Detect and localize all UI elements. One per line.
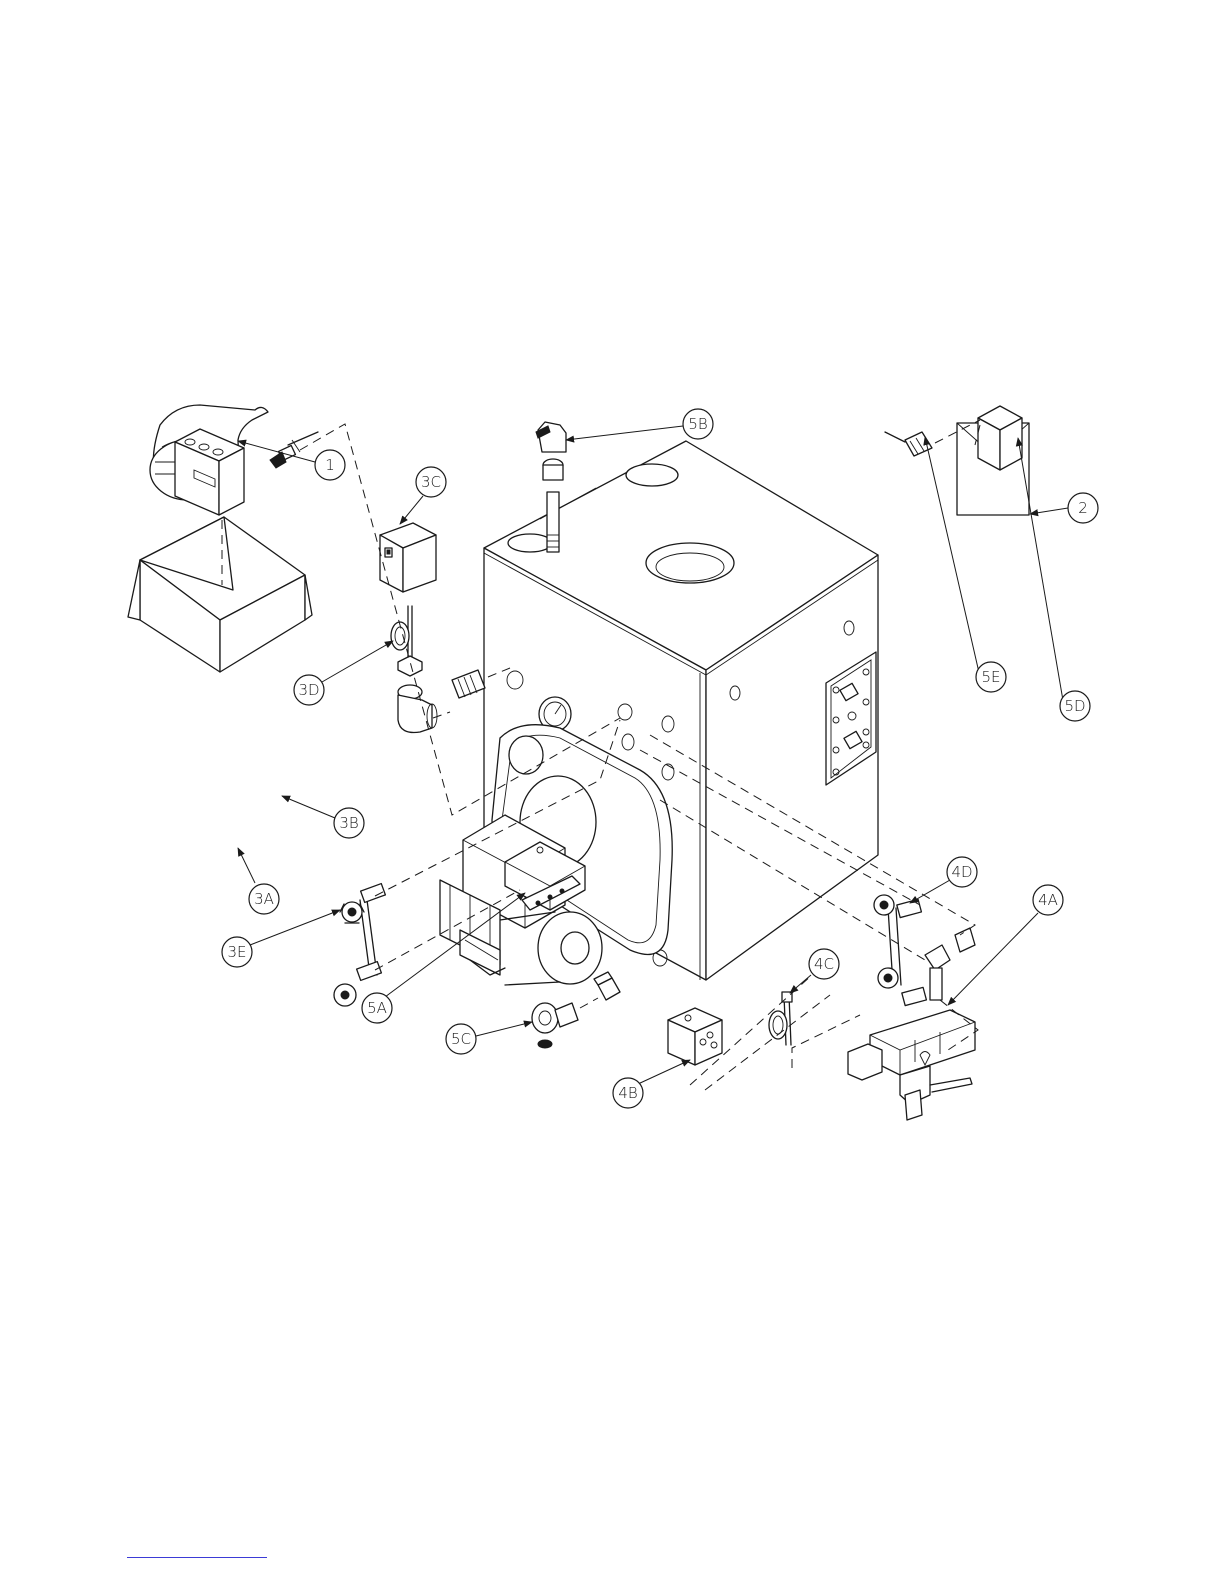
- callout-label: 3E: [227, 943, 246, 961]
- callout-label: 3A: [254, 890, 274, 908]
- callout-3b: 3B: [282, 796, 364, 838]
- callout-label: 5D: [1064, 697, 1085, 715]
- callout-4d: 4D: [910, 857, 977, 903]
- callout-3d: 3D: [294, 641, 393, 705]
- callout-3e: 3E: [222, 910, 340, 967]
- oil-valve-assembly: [848, 1010, 975, 1120]
- callout-5c: 5C: [446, 1022, 532, 1054]
- fitting-5e: [885, 432, 932, 456]
- callout-label: 5A: [367, 999, 387, 1017]
- callout-label: 4A: [1038, 891, 1058, 909]
- gauge-glass-right: [874, 895, 975, 1006]
- callout-label: 3B: [339, 814, 358, 832]
- limit-probe: [270, 432, 318, 468]
- callout-label: 4B: [618, 1084, 637, 1102]
- callout-2: 2: [1030, 493, 1098, 523]
- callout-3a: 3A: [238, 848, 279, 914]
- callout-3c: 3C: [400, 467, 446, 524]
- callout-label: 3C: [421, 473, 441, 491]
- callout-4c: 4C: [790, 949, 839, 993]
- siphon-4c: [769, 992, 792, 1045]
- callout-label: 5E: [981, 668, 1000, 686]
- siphon-and-elbow: [391, 606, 437, 733]
- gauge-glass-left: [334, 884, 385, 1006]
- callout-label: 1: [325, 456, 335, 474]
- callout-label: 3D: [298, 681, 319, 699]
- callout-label: 2: [1078, 499, 1088, 517]
- top-flue-opening: [646, 543, 734, 583]
- callout-label: 4D: [951, 863, 972, 881]
- callout-label: 5C: [451, 1030, 471, 1048]
- callout-label: 5B: [688, 415, 707, 433]
- callout-label: 4C: [814, 955, 834, 973]
- accessory-box-5d: [978, 406, 1022, 470]
- control-block: [668, 1008, 722, 1065]
- callout-5b: 5B: [566, 409, 713, 440]
- callout-4b: 4B: [613, 1060, 690, 1108]
- footer-rule: [127, 1557, 267, 1558]
- shipping-box: [128, 505, 312, 672]
